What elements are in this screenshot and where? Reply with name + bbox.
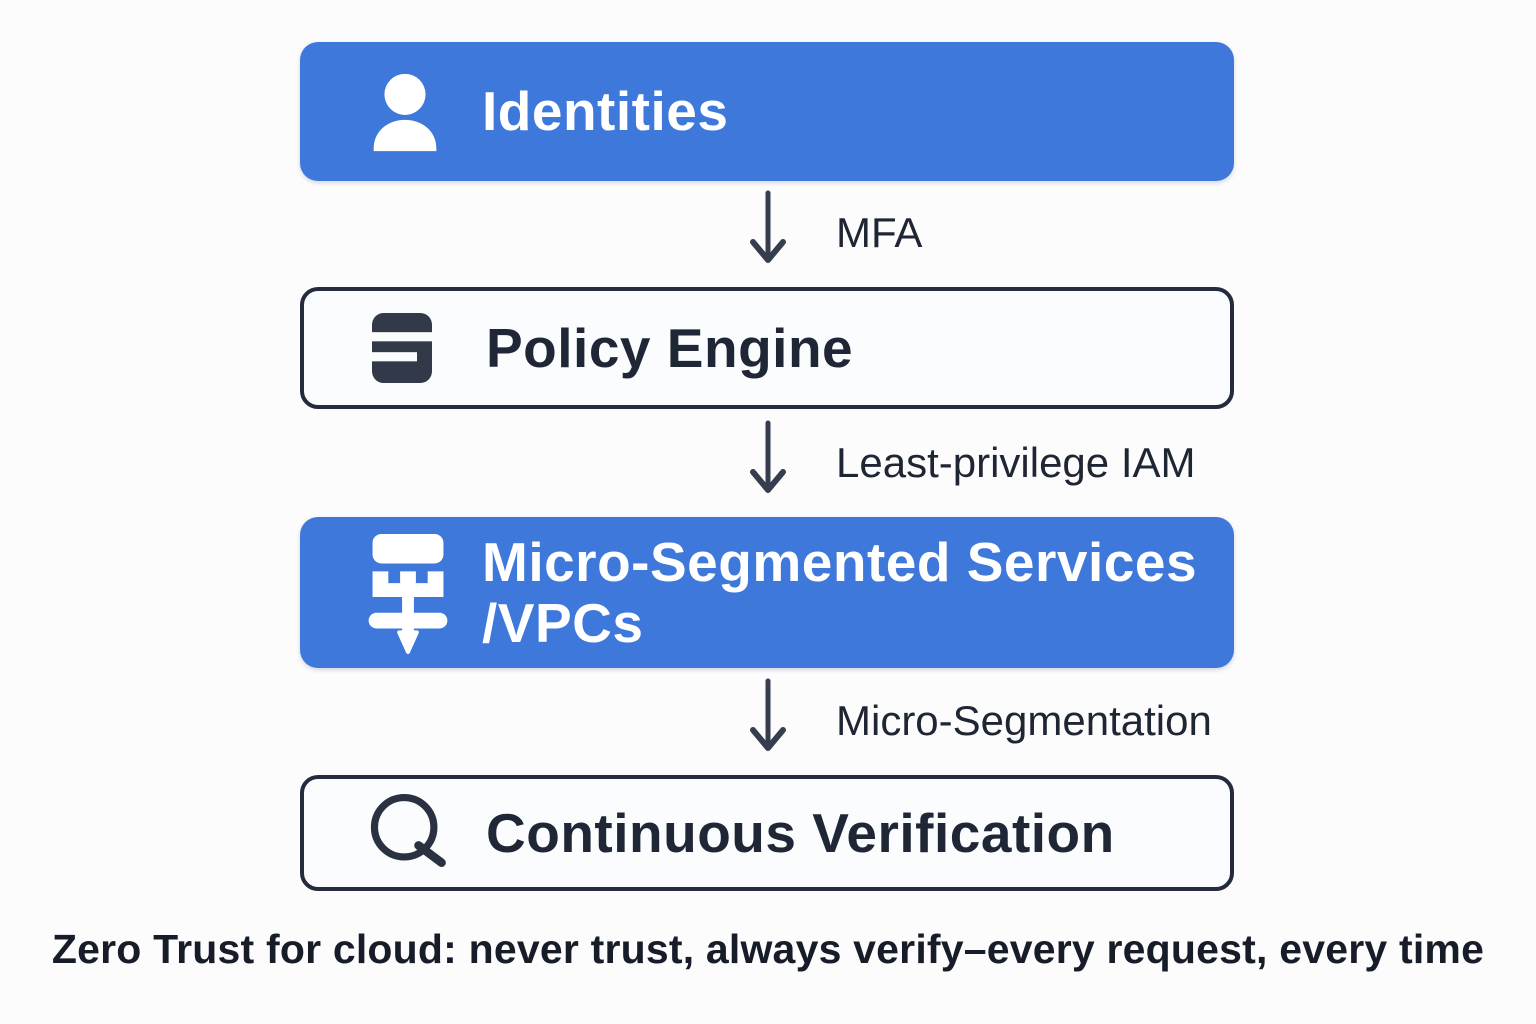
node-label: Identities xyxy=(482,80,729,143)
edge-label-micro-segmentation: Micro-Segmentation xyxy=(836,697,1212,744)
node-micro-segmented-services-vpcs: Micro-Segmented Services /VPCs xyxy=(300,517,1234,668)
policy-server-icon xyxy=(362,302,486,394)
edge-label-mfa: MFA xyxy=(836,209,923,256)
edge-label-least-privilege-iam: Least-privilege IAM xyxy=(836,439,1196,486)
node-continuous-verification: Continuous Verification xyxy=(300,775,1234,891)
magnifier-icon xyxy=(362,787,486,879)
arrow-down-icon xyxy=(750,678,786,751)
segmentation-icon xyxy=(358,530,482,656)
node-policy-engine: Policy Engine xyxy=(300,287,1234,409)
arrow-down-icon xyxy=(750,420,786,493)
node-label: Micro-Segmented Services /VPCs xyxy=(482,531,1198,654)
node-label: Continuous Verification xyxy=(486,801,1115,864)
node-label: Policy Engine xyxy=(486,316,854,379)
diagram-caption: Zero Trust for cloud: never trust, alway… xyxy=(51,926,1485,972)
arrow-down-icon xyxy=(750,190,786,263)
node-identities: Identities xyxy=(300,42,1234,181)
user-icon xyxy=(358,65,482,159)
